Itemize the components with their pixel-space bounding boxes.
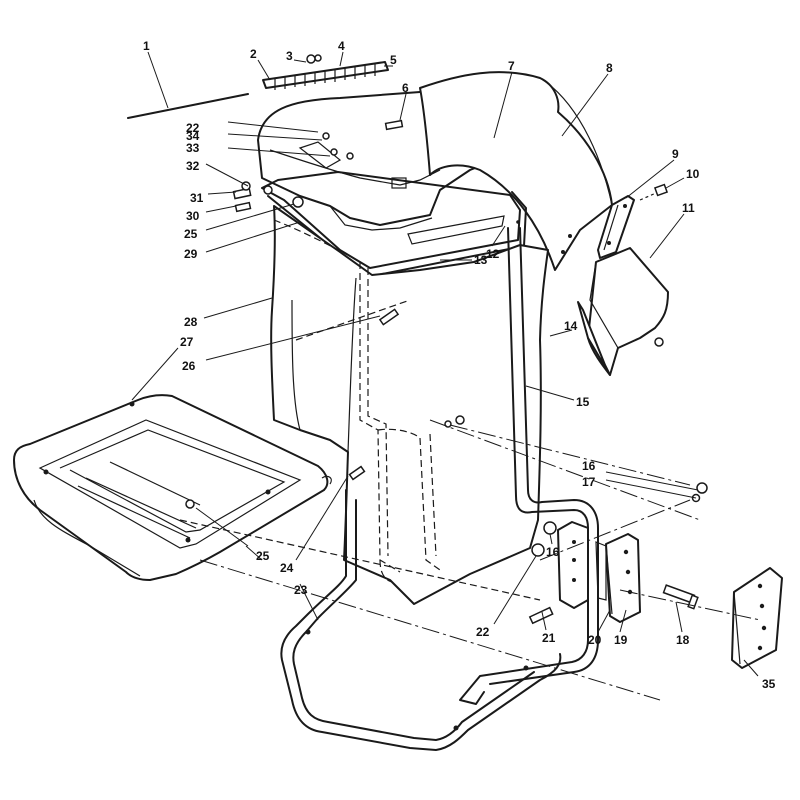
callout-18: 18 [676, 633, 690, 647]
callout-20: 20 [588, 633, 602, 647]
callout-33: 33 [186, 141, 200, 155]
part-small-hardware [232, 119, 404, 481]
callout-16a: 16 [582, 459, 596, 473]
callout-labels: 1 2 3 4 5 6 7 8 9 10 11 12 13 14 15 16 1… [143, 39, 776, 691]
callout-27: 27 [180, 335, 194, 349]
part-fasteners-16-17 [444, 415, 708, 503]
leader-lines [131, 51, 759, 677]
callout-21: 21 [542, 631, 556, 645]
callout-6: 6 [402, 81, 409, 95]
callout-30: 30 [186, 209, 200, 223]
part-bolt-21 [528, 606, 554, 625]
part-hinge-strip [262, 54, 389, 90]
callout-15: 15 [576, 395, 590, 409]
callout-4: 4 [338, 39, 345, 53]
callout-25b: 25 [256, 549, 270, 563]
callout-2: 2 [250, 47, 257, 61]
callout-16b: 16 [546, 545, 560, 559]
part-bracket-19 [595, 533, 641, 623]
part-tray [13, 394, 332, 581]
callout-31: 31 [190, 191, 204, 205]
callout-13: 13 [474, 253, 488, 267]
callout-14: 14 [564, 319, 578, 333]
part-discharge-chute [419, 71, 613, 271]
callout-5: 5 [390, 53, 397, 67]
callout-29: 29 [184, 247, 198, 261]
callout-3: 3 [286, 49, 293, 63]
part-bracket-35 [731, 567, 783, 669]
part-handle-plate [531, 521, 589, 609]
part-deflector-11 [577, 247, 669, 376]
callout-9: 9 [672, 147, 679, 161]
callout-8: 8 [606, 61, 613, 75]
hidden-inner-frame [273, 219, 441, 583]
callout-7: 7 [508, 59, 515, 73]
callout-35: 35 [762, 677, 776, 691]
callout-28: 28 [184, 315, 198, 329]
callout-10: 10 [686, 167, 700, 181]
callout-26: 26 [182, 359, 196, 373]
callout-22b: 22 [476, 625, 490, 639]
callout-11: 11 [682, 201, 695, 215]
part-screw-10 [639, 183, 669, 201]
callout-12: 12 [486, 247, 500, 261]
callout-23: 23 [294, 583, 308, 597]
callout-19: 19 [614, 633, 628, 647]
part-handle-tube [459, 227, 599, 705]
callout-1: 1 [143, 39, 150, 53]
callout-22a: 22 [186, 121, 200, 135]
part-grass-bag [270, 205, 549, 605]
callout-24: 24 [280, 561, 294, 575]
callout-34: 34 [186, 129, 200, 143]
part-rod [127, 93, 249, 119]
callout-25a: 25 [184, 227, 198, 241]
callout-17: 17 [582, 475, 596, 489]
callout-32: 32 [186, 159, 200, 173]
assembly-center-lines [179, 299, 761, 701]
